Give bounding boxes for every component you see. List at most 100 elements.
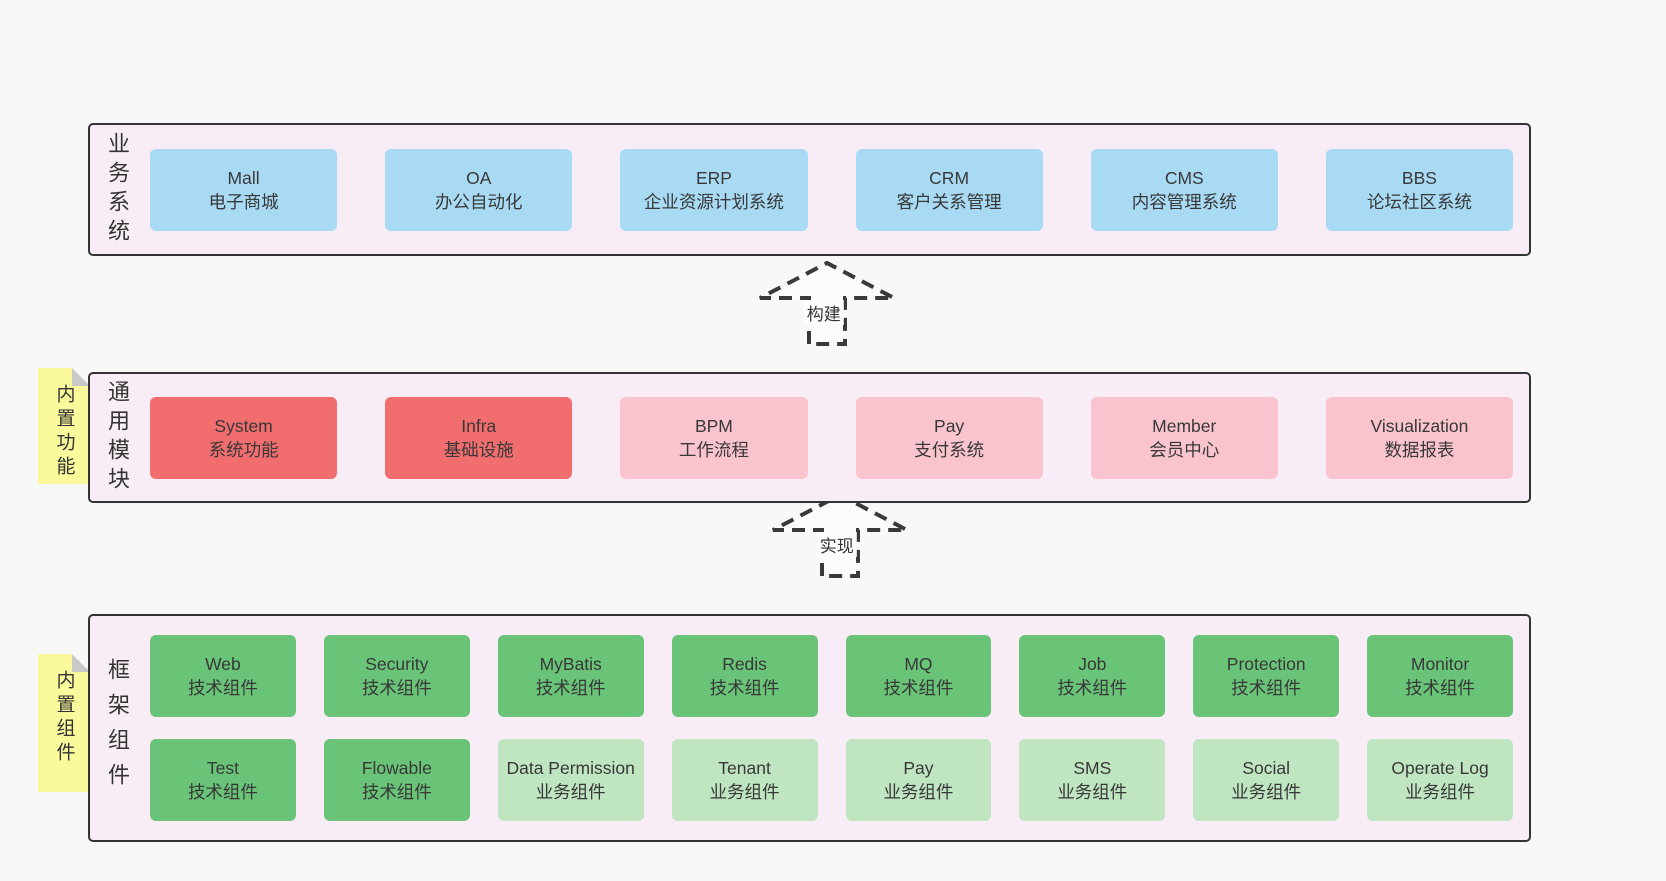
modules-boxes-row: System 系统功能 Infra 基础设施 BPM 工作流程 Pay 支付系统…	[150, 396, 1514, 479]
box-job: Job 技术组件	[1019, 635, 1166, 717]
box-subtitle: 技术组件	[1405, 678, 1476, 698]
box-title: Visualization	[1370, 415, 1469, 436]
box-title: Member	[1152, 415, 1217, 436]
box-subtitle: 技术组件	[1231, 678, 1302, 698]
box-redis: Redis 技术组件	[671, 635, 818, 717]
box-title: Flowable	[361, 758, 432, 778]
box-protection: Protection 技术组件	[1193, 635, 1340, 717]
box-test: Test 技术组件	[150, 739, 296, 821]
box-system: System 系统功能	[150, 396, 338, 479]
box-cms: CMS 内容管理系统	[1090, 148, 1278, 231]
box-subtitle: 技术组件	[361, 782, 432, 802]
box-member: Member 会员中心	[1090, 396, 1278, 479]
box-subtitle: 办公自动化	[435, 191, 523, 212]
box-title: Infra	[461, 415, 497, 436]
box-title: Job	[1078, 654, 1107, 674]
box-title: Pay	[934, 415, 965, 436]
box-subtitle: 技术组件	[361, 678, 432, 698]
box-subtitle: 技术组件	[535, 678, 606, 698]
sticky-note-builtin-features: 内置功能	[38, 368, 90, 484]
box-subtitle: 企业资源计划系统	[643, 191, 784, 212]
box-subtitle: 业务组件	[883, 782, 954, 802]
business-boxes-row: Mall 电子商城 OA 办公自动化 ERP 企业资源计划系统 CRM 客户关系…	[150, 148, 1514, 231]
box-operate-log: Operate Log 业务组件	[1367, 739, 1513, 821]
sticky-note-label: 内置功能	[53, 384, 75, 480]
box-monitor: Monitor 技术组件	[1367, 635, 1513, 717]
box-tenant: Tenant 业务组件	[671, 739, 818, 821]
box-sms: SMS 业务组件	[1019, 739, 1166, 821]
layer-common-modules: 通用模块 System 系统功能 Infra 基础设施 BPM 工作流程 Pay…	[88, 372, 1531, 503]
box-subtitle: 技术组件	[709, 678, 780, 698]
box-subtitle: 业务组件	[1405, 782, 1476, 802]
box-erp: ERP 企业资源计划系统	[620, 148, 808, 231]
box-title: Mall	[227, 167, 260, 188]
box-subtitle: 电子商城	[208, 191, 279, 212]
box-subtitle: 技术组件	[187, 782, 258, 802]
box-title: Redis	[722, 654, 767, 674]
box-subtitle: 客户关系管理	[896, 191, 1002, 212]
box-pay-business: Pay 业务组件	[845, 739, 992, 821]
box-title: BBS	[1401, 167, 1437, 188]
box-title: CMS	[1164, 167, 1204, 188]
box-mybatis: MyBatis 技术组件	[497, 635, 644, 717]
layer-label-modules: 通用模块	[105, 379, 130, 496]
box-title: Monitor	[1410, 654, 1470, 674]
box-oa: OA 办公自动化	[385, 148, 573, 231]
arrow-implement-label: 实现	[816, 532, 857, 557]
box-data-permission: Data Permission 业务组件	[497, 739, 644, 821]
box-title: Test	[206, 758, 239, 778]
box-subtitle: 技术组件	[187, 678, 258, 698]
box-title: Social	[1242, 758, 1291, 778]
box-pay: Pay 支付系统	[855, 396, 1043, 479]
box-subtitle: 论坛社区系统	[1366, 191, 1472, 212]
box-title: CRM	[929, 167, 970, 188]
box-subtitle: 数据报表	[1384, 439, 1455, 460]
box-bpm: BPM 工作流程	[620, 396, 808, 479]
layer-business-systems: 业务系统 Mall 电子商城 OA 办公自动化 ERP 企业资源计划系统 CRM…	[88, 123, 1531, 256]
box-mq: MQ 技术组件	[845, 635, 992, 717]
box-subtitle: 系统功能	[208, 439, 279, 460]
box-title: Protection	[1226, 654, 1306, 674]
box-title: SMS	[1073, 758, 1112, 778]
layer-framework-components: 框架组件 Web 技术组件 Security 技术组件 MyBatis 技术组件…	[88, 614, 1531, 842]
arrow-build: 构建	[752, 258, 902, 346]
components-boxes-grid: Web 技术组件 Security 技术组件 MyBatis 技术组件 Redi…	[150, 635, 1513, 821]
box-subtitle: 基础设施	[443, 439, 514, 460]
box-title: Security	[365, 654, 429, 674]
box-subtitle: 会员中心	[1149, 439, 1220, 460]
box-subtitle: 业务组件	[535, 782, 606, 802]
box-title: Operate Log	[1391, 758, 1489, 778]
box-title: Pay	[903, 758, 934, 778]
box-title: MQ	[904, 654, 933, 674]
box-title: Web	[205, 654, 241, 674]
box-title: BPM	[694, 415, 733, 436]
box-social: Social 业务组件	[1193, 739, 1340, 821]
box-mall: Mall 电子商城	[150, 148, 338, 231]
box-title: ERP	[695, 167, 732, 188]
box-title: Tenant	[718, 758, 771, 778]
box-bbs: BBS 论坛社区系统	[1325, 148, 1514, 231]
box-subtitle: 工作流程	[678, 439, 749, 460]
box-title: System	[214, 415, 273, 436]
box-web: Web 技术组件	[150, 635, 296, 717]
layer-label-components: 框架组件	[105, 658, 130, 798]
box-crm: CRM 客户关系管理	[855, 148, 1043, 231]
arrow-implement: 实现	[765, 490, 915, 578]
box-title: Data Permission	[506, 758, 635, 778]
box-subtitle: 业务组件	[1231, 782, 1302, 802]
box-subtitle: 业务组件	[1057, 782, 1128, 802]
box-title: MyBatis	[539, 654, 602, 674]
box-flowable: Flowable 技术组件	[323, 739, 470, 821]
box-infra: Infra 基础设施	[385, 396, 573, 479]
layer-label-business: 业务系统	[105, 131, 130, 248]
box-subtitle: 支付系统	[914, 439, 985, 460]
box-subtitle: 技术组件	[1057, 678, 1128, 698]
box-security: Security 技术组件	[323, 635, 470, 717]
arrow-build-label: 构建	[803, 300, 844, 325]
sticky-note-label: 内置组件	[53, 670, 75, 766]
box-subtitle: 内容管理系统	[1131, 191, 1237, 212]
box-visualization: Visualization 数据报表	[1325, 396, 1514, 479]
sticky-note-builtin-components: 内置组件	[38, 654, 90, 792]
box-subtitle: 业务组件	[709, 782, 780, 802]
